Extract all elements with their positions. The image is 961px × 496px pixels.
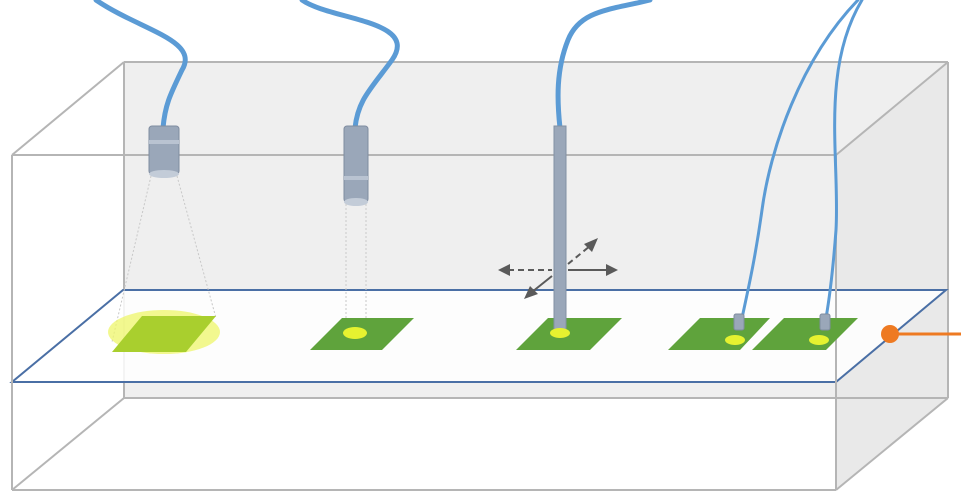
focusing-lens-icon [343, 125, 369, 206]
fiber-cable-4a [740, 0, 860, 320]
port-connector-icon [881, 325, 961, 343]
fiber-cable-2 [299, 0, 400, 131]
sample-pad-1 [112, 316, 216, 352]
sample-pad-4b [752, 318, 858, 350]
fiber-tip-icon [733, 313, 831, 331]
collimator-icon [148, 125, 180, 178]
xy-arrows-icon [498, 238, 618, 299]
illuminated-spot-3 [550, 328, 570, 338]
beam-cone-1 [111, 175, 217, 343]
fiber-pair-probe [668, 0, 864, 350]
beam-lines-2 [345, 204, 367, 328]
wide-beam-probe [93, 0, 220, 354]
illuminated-spot-2 [343, 327, 367, 339]
contact-rod-icon [553, 125, 567, 331]
fiber-cable-4b [824, 0, 864, 320]
fiber-cable-3 [555, 0, 653, 131]
illuminated-spot-4a [725, 335, 745, 345]
enclosure-depth-edges [11, 61, 949, 491]
fiber-cable-1 [93, 0, 188, 131]
illuminated-spot-4b [809, 335, 829, 345]
enclosure-right-panel [836, 62, 948, 490]
focused-probe [299, 0, 414, 350]
contact-probe [498, 0, 653, 350]
